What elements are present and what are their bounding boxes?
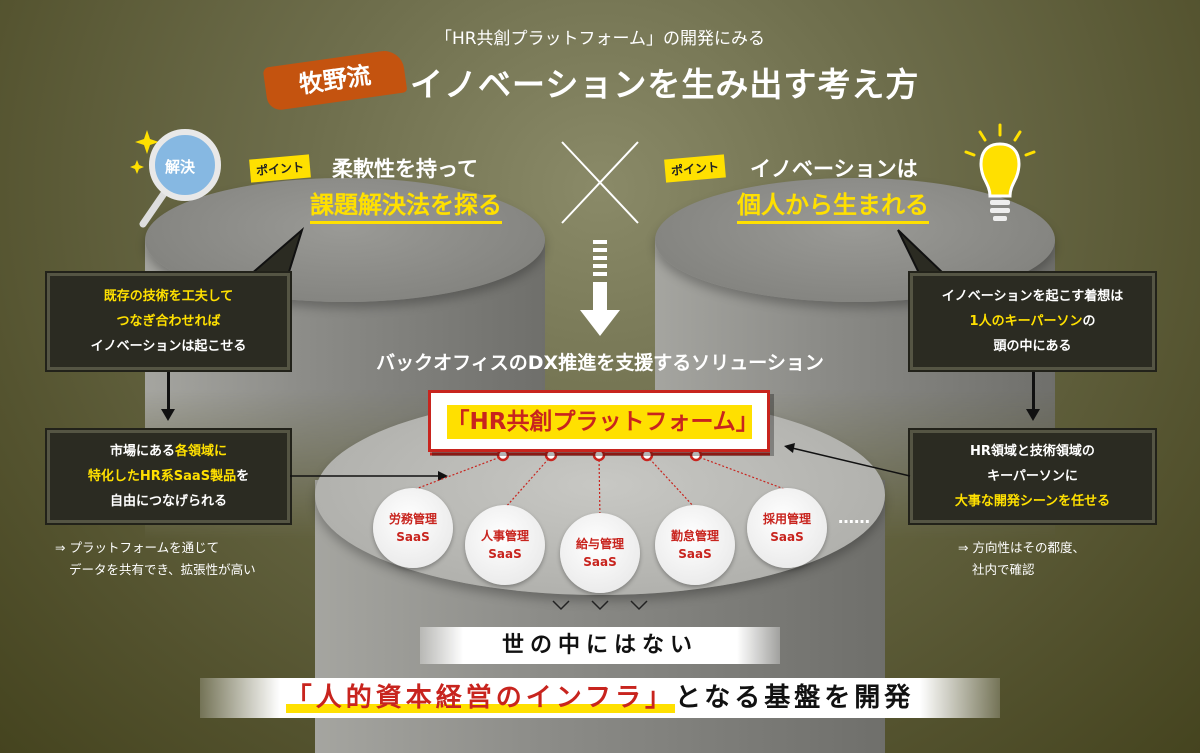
text: イノベーションを起こす着想は — [941, 289, 1124, 304]
right-point-line1: イノベーションは — [750, 157, 918, 181]
right-note: ⇒ 方向性はその都度、社内で確認 — [958, 537, 1085, 581]
band-infra: 「人的資本経営のインフラ」となる基盤を開発 — [200, 678, 1000, 718]
text: 自由につなげられる — [109, 494, 227, 509]
left-callout-line: つなぎ合わせれば — [116, 314, 221, 329]
note-line: 社内で確認 — [972, 562, 1035, 577]
header-subtitle: 「HR共創プラットフォーム」の開発にみる — [434, 29, 766, 49]
left-callout-box: 既存の技術を工夫して つなぎ合わせれば イノベーションは起こせる — [45, 271, 292, 372]
text-highlight: 特化したHR系SaaS製品 — [87, 469, 237, 484]
note-line: ⇒ 方向性はその都度、 — [958, 540, 1085, 555]
band-nowhere: 世の中にはない — [420, 627, 780, 664]
left-callout-line: イノベーションは起こせる — [90, 339, 247, 354]
note-line: ⇒ プラットフォームを通じて — [55, 540, 220, 555]
platform-title: 「HR共創プラットフォーム」 — [446, 405, 759, 439]
note-line: データを共有でき、拡張性が高い — [69, 562, 256, 577]
left-feature-box: 市場にある各領域に 特化したHR系SaaS製品を 自由につなげられる — [45, 428, 292, 525]
solution-heading: バックオフィスのDX推進を支援するソリューション — [376, 352, 824, 374]
text: を — [236, 469, 250, 484]
text-highlight: 1人のキーパーソン — [969, 314, 1083, 329]
text: 頭の中にある — [993, 339, 1072, 354]
infra-highlight: 「人的資本経営のインフラ」 — [285, 683, 675, 713]
text: HR領域と技術領域の — [970, 444, 1095, 459]
text: キーパーソンに — [987, 469, 1078, 484]
left-point-line1: 柔軟性を持って — [332, 157, 478, 181]
text-highlight: 大事な開発シーンを任せる — [954, 494, 1111, 509]
text: の — [1082, 314, 1096, 329]
left-callout-line: 既存の技術を工夫して — [103, 289, 234, 304]
left-point-line2: 課題解決法を探る — [310, 185, 502, 224]
text: 市場にある — [109, 444, 175, 459]
infra-rest: となる基盤を開発 — [675, 683, 915, 713]
platform-box: 「HR共創プラットフォーム」 — [428, 390, 770, 452]
magnifier-icon — [130, 129, 221, 228]
left-down-arrow — [161, 372, 175, 421]
text-highlight: 各領域に — [175, 444, 228, 459]
right-feature-box: HR領域と技術領域の キーパーソンに 大事な開発シーンを任せる — [908, 428, 1157, 525]
right-down-arrow — [1026, 372, 1040, 421]
callout-pointer-right — [897, 229, 946, 276]
right-point-line2: 個人から生まれる — [737, 185, 929, 224]
page-title: イノベーションを生み出す考え方 — [410, 65, 920, 104]
lightbulb-icon — [964, 123, 1036, 221]
cross-icon — [561, 141, 639, 224]
magnifier-label: 解決 — [165, 158, 196, 176]
more-ellipsis: …… — [838, 508, 870, 527]
callout-pointer-left — [249, 226, 304, 276]
left-note: ⇒ プラットフォームを通じてデータを共有でき、拡張性が高い — [55, 537, 256, 581]
down-arrow-icon — [580, 240, 620, 336]
right-callout-box: イノベーションを起こす着想は 1人のキーパーソンの 頭の中にある — [908, 271, 1157, 372]
